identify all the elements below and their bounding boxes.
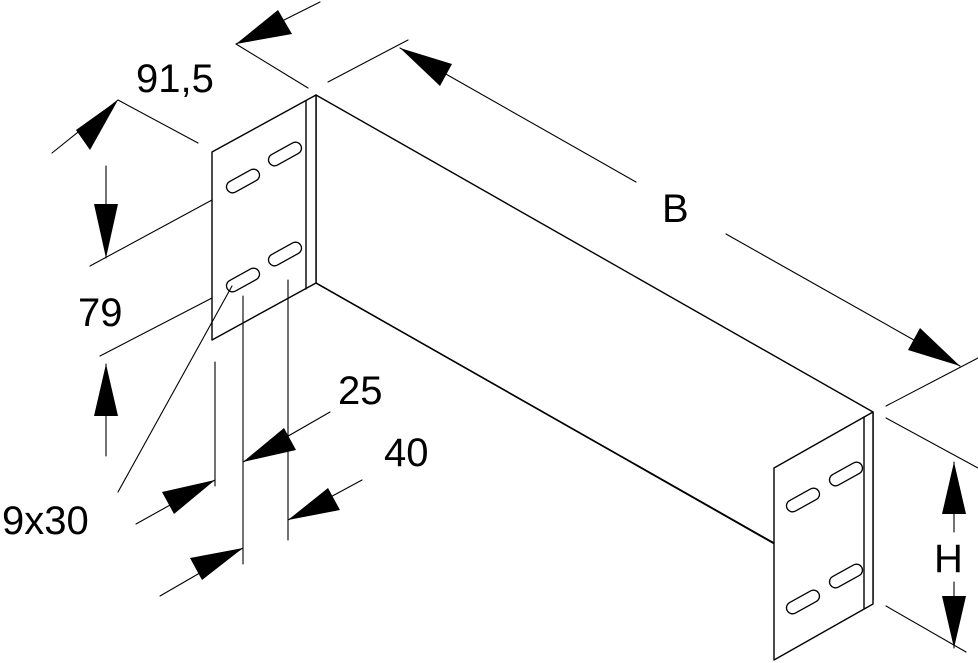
arrow-head: [162, 480, 215, 514]
extension-line: [885, 417, 978, 469]
slot-hole: [828, 563, 864, 589]
right-flange-slots: [785, 461, 864, 615]
leader-slot-size: 9x30: [2, 285, 233, 543]
slot-hole: [785, 589, 821, 615]
arrow-head: [236, 10, 292, 44]
slot-hole: [785, 487, 821, 513]
arrow-head: [94, 364, 118, 416]
extension-line: [117, 99, 199, 144]
dimension-label-spacing-a: 25: [338, 369, 383, 413]
dimension-label-depth: 91,5: [136, 57, 214, 101]
leader-line: [117, 285, 233, 493]
back-plate-bottom-edge: [315, 282, 775, 544]
extension-line: [99, 297, 213, 357]
slot-hole: [828, 461, 864, 487]
extension-line: [885, 605, 967, 653]
dimension-flange: 79: [78, 165, 213, 457]
left-flange: [211, 94, 317, 341]
arrow-head: [190, 548, 243, 580]
dimension-depth: 91,5: [51, 1, 321, 154]
dimension-label-width: B: [662, 187, 689, 231]
extension-line: [885, 357, 978, 407]
slot-hole: [267, 141, 303, 167]
extension-line: [327, 39, 409, 83]
slot-hole: [267, 241, 303, 267]
dimension-label-spacing-b: 40: [384, 431, 429, 475]
dimension-width: B: [327, 39, 978, 407]
slot-size-label: 9x30: [2, 499, 89, 543]
bracket-part: [211, 94, 874, 661]
arrow-head: [942, 462, 966, 514]
slot-hole: [225, 267, 261, 293]
arrow-head: [288, 488, 340, 520]
dimension-label-height: H: [934, 537, 963, 581]
dimension-slot-spacing: 25 40: [135, 279, 429, 597]
arrow-head: [94, 204, 118, 258]
extension-line: [89, 199, 213, 267]
dimension-height: H: [885, 417, 978, 653]
slot-hole: [225, 168, 261, 194]
extension-line: [235, 43, 309, 89]
arrow-head: [942, 596, 966, 648]
arrow-head: [908, 328, 960, 366]
dimension-label-flange: 79: [78, 291, 123, 335]
left-flange-slots: [225, 141, 303, 293]
arrow-head: [243, 428, 296, 462]
arrow-head: [76, 100, 118, 150]
arrow-head: [400, 48, 452, 86]
